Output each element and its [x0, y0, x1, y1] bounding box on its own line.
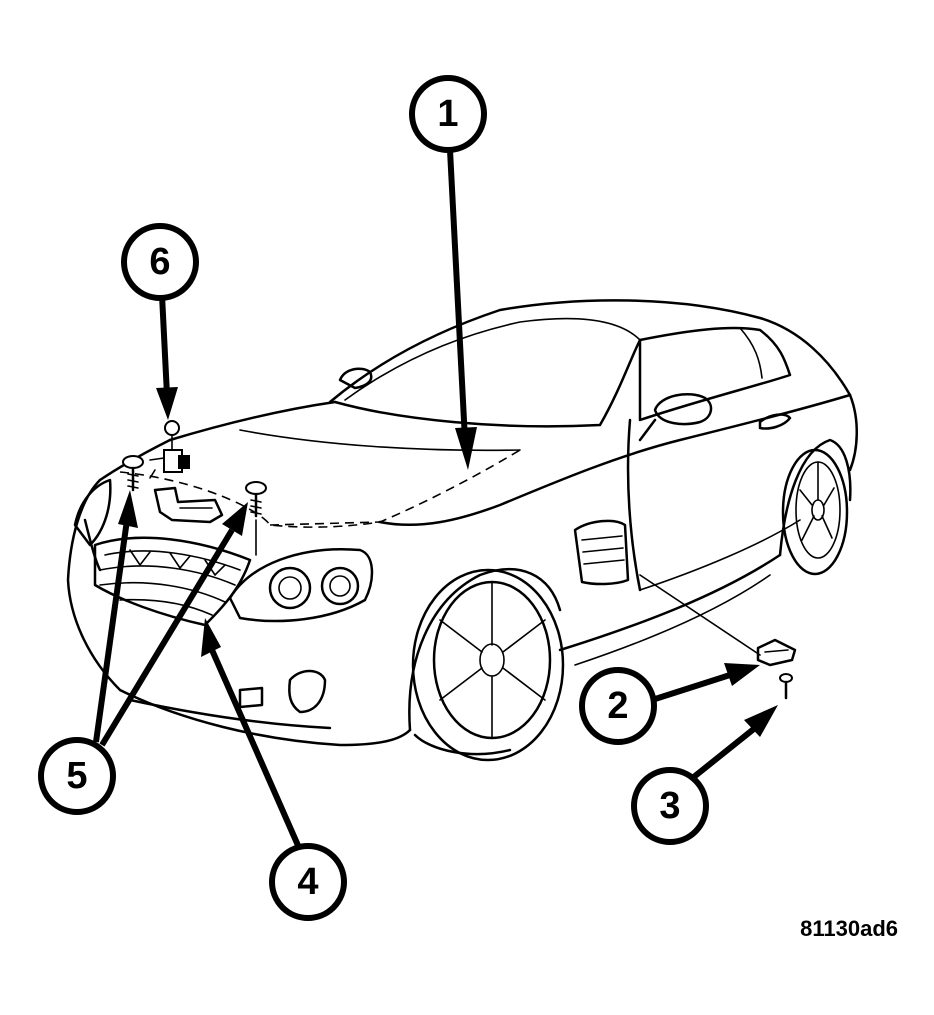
car-illustration [66, 299, 858, 762]
rocker-clip-part [756, 638, 797, 667]
screw-right-part [245, 481, 267, 556]
rocker-screw-part [779, 673, 793, 700]
screw-left-part [122, 455, 144, 492]
callout-leaders [93, 149, 778, 852]
hood-clip-part [149, 420, 190, 479]
callout-1: 1 [409, 75, 487, 153]
callout-3-label: 3 [659, 785, 680, 827]
callout-2-label: 2 [607, 685, 628, 727]
figure-code: 81130ad6 [800, 916, 898, 941]
callout-5-label: 5 [66, 755, 87, 797]
callout-6: 6 [121, 223, 199, 301]
callout-3: 3 [631, 767, 709, 845]
callout-4: 4 [269, 843, 347, 921]
callout-5: 5 [38, 737, 116, 815]
callout-4-label: 4 [297, 861, 318, 903]
part-leader-line [639, 574, 761, 656]
callout-6-label: 6 [149, 241, 170, 283]
callout-1-label: 1 [437, 93, 458, 135]
callout-2: 2 [579, 667, 657, 745]
front-latch-part [153, 486, 224, 524]
